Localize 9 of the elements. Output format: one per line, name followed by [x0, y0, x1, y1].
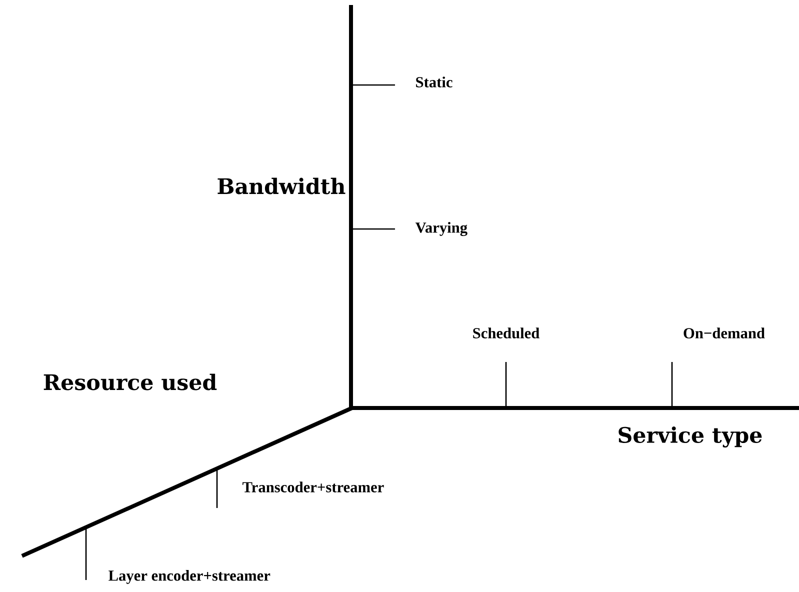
- axis-label: Scheduled: [473, 328, 540, 338]
- axis-label: Layer encoder+streamer: [108, 570, 270, 584]
- axis-title: Service type: [618, 426, 762, 448]
- axis-title: Resource used: [44, 374, 217, 390]
- axis-label: Transcoder+streamer: [242, 482, 384, 492]
- axis-label: Varying: [415, 222, 468, 236]
- axis-title: Bandwidth: [218, 178, 346, 194]
- axis-label: Static: [416, 76, 452, 88]
- axis-label: On−demand: [684, 328, 765, 338]
